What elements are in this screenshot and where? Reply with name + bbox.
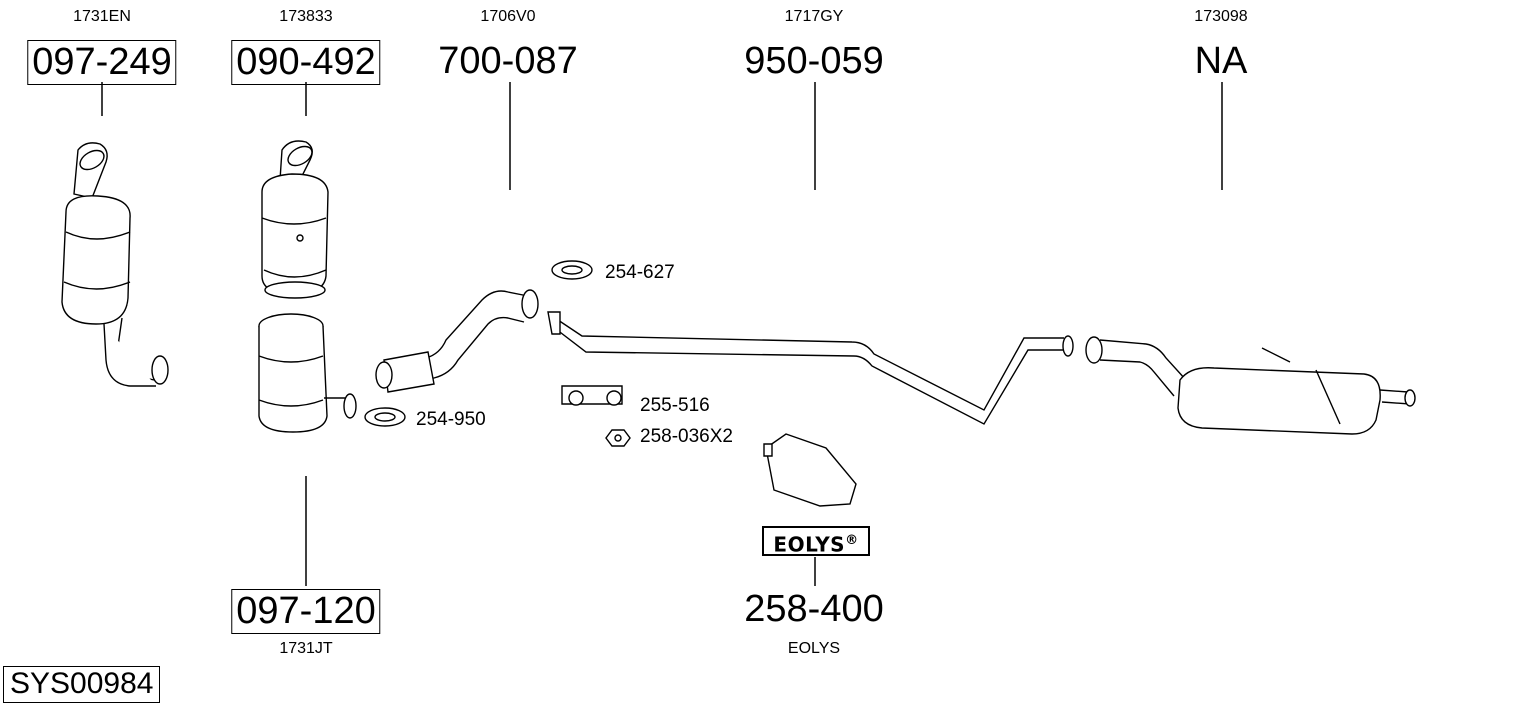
part-number-950-059[interactable]: 950-059 (744, 40, 884, 82)
intermediate-pipe-950-059-icon (547, 311, 1074, 425)
front-pipe-700-087-icon (375, 289, 539, 393)
accessory-258-036x2[interactable]: 258-036X2 (640, 426, 733, 447)
clamp-254-627-icon (551, 260, 593, 280)
oe-ref-1706V0: 1706V0 (480, 8, 536, 25)
accessory-254-950[interactable]: 254-950 (416, 409, 486, 430)
oe-ref-173833: 173833 (279, 8, 333, 25)
nut-258-036x2-icon (605, 429, 631, 447)
additive-bag-258-400-icon (763, 433, 857, 507)
eolys-logo-text: EOLYS (773, 532, 846, 557)
accessory-255-516[interactable]: 255-516 (640, 395, 710, 416)
oe-ref-1731JT: 1731JT (279, 640, 333, 657)
particulate-filter-090-492-icon (261, 140, 329, 299)
oe-ref-eolys: EOLYS (787, 640, 841, 657)
system-code: SYS00984 (3, 666, 161, 703)
part-number-700-087[interactable]: 700-087 (438, 40, 578, 82)
part-number-097-249[interactable]: 097-249 (27, 40, 177, 85)
part-number-258-400[interactable]: 258-400 (744, 588, 884, 630)
clamp-254-950-icon (364, 407, 406, 427)
eolys-logo: EOLYS® (762, 526, 870, 557)
oe-ref-173098: 173098 (1194, 8, 1248, 25)
rubber-mount-255-516-icon (561, 385, 623, 406)
accessory-254-627[interactable]: 254-627 (605, 262, 675, 283)
oe-ref-1731EN: 1731EN (73, 8, 131, 25)
rear-silencer-na-icon (1085, 336, 1416, 435)
part-number-097-120[interactable]: 097-120 (231, 589, 381, 634)
particulate-filter-097-120-icon (258, 313, 357, 433)
catalytic-converter-097-249-icon (61, 142, 169, 387)
oe-ref-1717GY: 1717GY (784, 8, 844, 25)
part-number-na[interactable]: NA (1194, 40, 1248, 82)
